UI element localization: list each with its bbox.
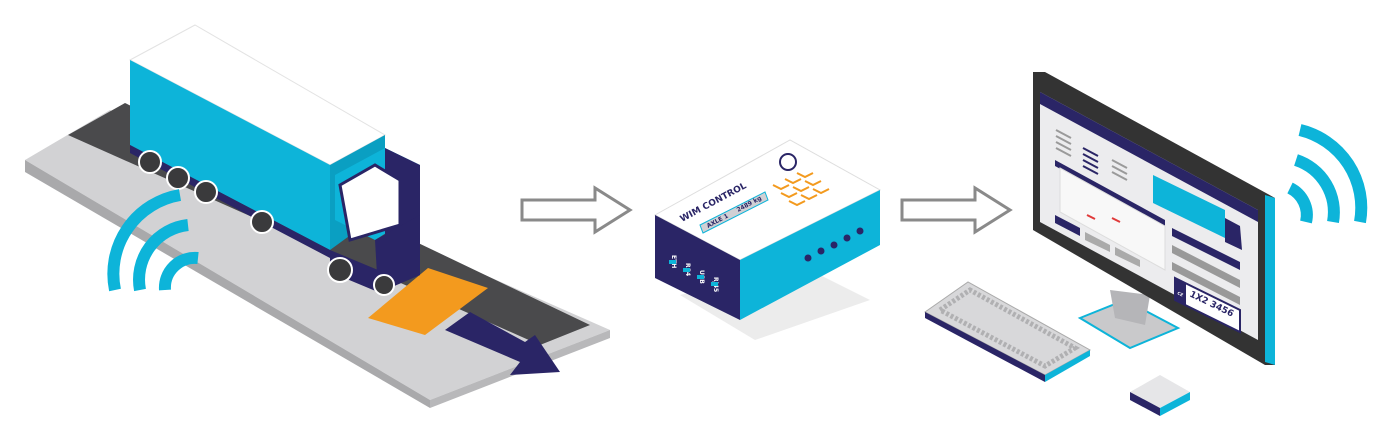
keypad-icon <box>772 172 830 207</box>
wheel <box>327 257 353 283</box>
arrow-right-icon <box>520 185 633 235</box>
wim-control-device: WIM CONTROL AXLE 1 2489 kg ETH RS4 USB R… <box>653 139 882 340</box>
truck-icon <box>128 24 420 296</box>
led <box>817 247 825 255</box>
plate-country: CZ <box>1177 290 1185 297</box>
keyboard-icon <box>924 281 1092 382</box>
monitor: CZ 1X2 3456 <box>1033 72 1275 365</box>
direction-arrow-icon <box>445 312 560 375</box>
led <box>804 254 812 262</box>
wheel <box>194 180 218 204</box>
wifi-signal-icon <box>1287 124 1368 224</box>
device-display <box>699 191 769 234</box>
wifi-signal-icon <box>107 189 199 292</box>
wheel <box>250 210 274 234</box>
mouse-icon <box>1130 375 1190 416</box>
wheel <box>373 274 395 296</box>
wheel <box>138 150 162 174</box>
led <box>856 227 864 235</box>
brand-logo-icon <box>779 153 797 171</box>
wheel <box>166 166 190 190</box>
port <box>711 282 718 286</box>
led <box>830 241 838 249</box>
port <box>669 260 676 264</box>
weigh-pad <box>368 268 488 335</box>
arrow-right-icon <box>900 185 1013 235</box>
led <box>843 234 851 242</box>
port <box>683 268 690 272</box>
port <box>697 275 704 279</box>
truck-icon <box>1153 175 1225 238</box>
